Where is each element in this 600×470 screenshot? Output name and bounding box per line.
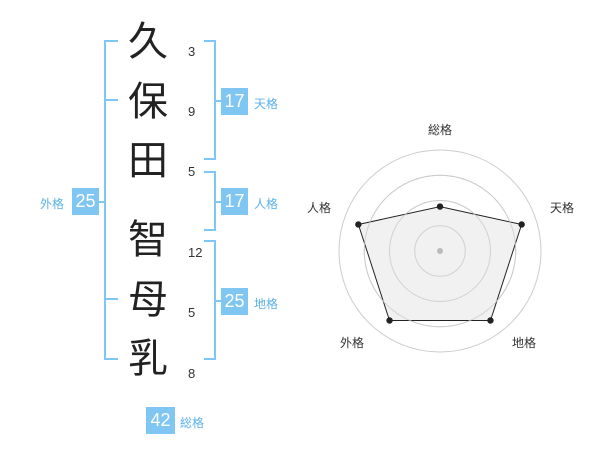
- name-char-4: 智: [128, 217, 168, 263]
- radar-point-3: [487, 317, 494, 324]
- radar-center-dot: [437, 248, 443, 254]
- name-char-1: 久: [128, 19, 168, 65]
- stroke-count-2: 9: [188, 104, 196, 119]
- gaikaku-label: 外格: [40, 197, 65, 211]
- chikaku-value: 25: [221, 288, 248, 315]
- chikaku-label: 地格: [254, 297, 279, 311]
- radar-axis-label-4: 外格: [340, 335, 364, 350]
- stroke-count-5: 5: [188, 305, 196, 320]
- soukaku-label: 総格: [180, 416, 205, 430]
- radar-point-2: [518, 221, 525, 228]
- radar-ring-overlay-2: [389, 200, 491, 302]
- radar-axis-label-5: 人格: [307, 200, 331, 215]
- radar-ring-overlay-1: [414, 225, 466, 277]
- tenkaku-label: 天格: [254, 97, 279, 111]
- stroke-count-1: 3: [188, 44, 196, 59]
- gaikaku-value: 25: [72, 188, 99, 215]
- name-char-2: 保: [128, 79, 168, 125]
- name-char-5: 母: [128, 277, 168, 323]
- soukaku-value: 42: [146, 407, 175, 434]
- radar-ring-4: [338, 149, 542, 353]
- radar-ring-overlay-3: [363, 174, 517, 328]
- stroke-count-3: 5: [188, 164, 196, 179]
- stroke-count-6: 8: [188, 366, 196, 381]
- jinkaku-value: 17: [221, 188, 248, 215]
- radar-axis-label-1: 総格: [428, 122, 452, 137]
- radar-axis-label-3: 地格: [512, 335, 536, 350]
- radar-point-1: [436, 203, 444, 210]
- radar-point-5: [355, 221, 362, 228]
- radar-axis-label-2: 天格: [550, 200, 574, 215]
- jinkaku-label: 人格: [254, 197, 279, 211]
- name-char-6: 乳: [128, 336, 168, 382]
- stroke-count-4: 12: [188, 245, 203, 260]
- name-char-3: 田: [128, 138, 168, 184]
- radar-data-polygon: [357, 206, 523, 321]
- tenkaku-value: 17: [221, 88, 248, 115]
- radar-point-4: [386, 317, 393, 324]
